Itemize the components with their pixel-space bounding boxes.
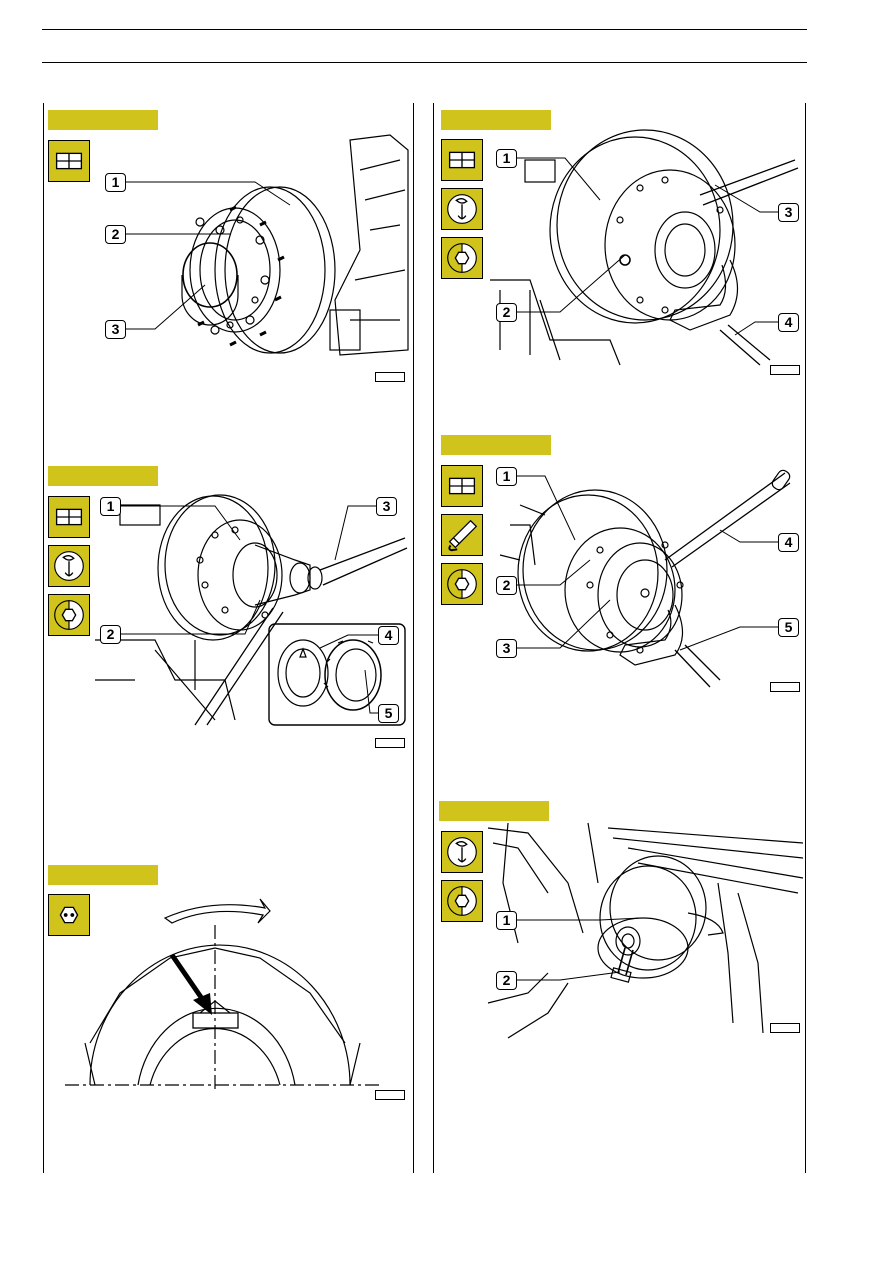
callout-3: 3: [376, 497, 397, 516]
wheel-hub-drum-drawing: [160, 130, 410, 360]
callout-2: 2: [100, 625, 121, 644]
figure-number-tag: [439, 801, 549, 821]
disassemble-icon: [441, 465, 483, 507]
figure-number-tag: [48, 110, 158, 130]
socket-icon: [441, 880, 483, 922]
callout-1: 1: [496, 149, 517, 168]
figure-number-tag: [48, 466, 158, 486]
wrench-icon: [48, 545, 90, 587]
socket-icon: [441, 237, 483, 279]
callout-1: 1: [100, 497, 121, 516]
brake-cylinder-drawing: [487, 822, 804, 1043]
grease-tube-icon: [441, 514, 483, 556]
column-rule-left: [43, 103, 44, 1173]
socket-icon: [441, 563, 483, 605]
callout-1: 1: [496, 467, 517, 486]
wrench-icon: [441, 188, 483, 230]
callout-4: 4: [378, 626, 399, 645]
figure-number-tag: [48, 865, 158, 885]
disassemble-icon: [441, 139, 483, 181]
column-rule-right: [805, 103, 806, 1173]
figure-number-tag: [441, 110, 551, 130]
alignment-icon: [48, 894, 90, 936]
header-rule-bottom: [42, 62, 807, 63]
nut-notch-alignment-drawing: [60, 893, 405, 1098]
callout-4: 4: [778, 533, 799, 552]
column-rule-middle-b: [433, 103, 434, 1173]
callout-3: 3: [496, 639, 517, 658]
wrench-icon: [441, 831, 483, 873]
header-rule-top: [42, 29, 807, 30]
column-rule-middle-a: [413, 103, 414, 1173]
callout-2: 2: [496, 971, 517, 990]
figure-number-box: [770, 1023, 800, 1033]
figure-number-box: [375, 738, 405, 748]
callout-2: 2: [105, 225, 126, 244]
callout-2: 2: [496, 576, 517, 595]
callout-3: 3: [105, 320, 126, 339]
callout-3: 3: [778, 203, 799, 222]
figure-number-box: [375, 372, 405, 382]
figure-number-tag: [441, 435, 551, 455]
callout-4: 4: [778, 313, 799, 332]
callout-5: 5: [378, 704, 399, 723]
callout-2: 2: [496, 303, 517, 322]
figure-number-box: [375, 1090, 405, 1100]
figure-number-box: [770, 682, 800, 692]
disassemble-icon: [48, 140, 90, 182]
hub-refit-drawing: [490, 465, 805, 690]
callout-1: 1: [105, 173, 126, 192]
socket-icon: [48, 594, 90, 636]
hub-nut-removal-drawing: [95, 490, 410, 726]
figure-number-box: [770, 365, 800, 375]
callout-1: 1: [496, 911, 517, 930]
disassemble-icon: [48, 496, 90, 538]
nut-washer-inset: [268, 623, 406, 726]
callout-5: 5: [778, 618, 799, 637]
bearing-ring-removal-drawing: [490, 129, 805, 368]
